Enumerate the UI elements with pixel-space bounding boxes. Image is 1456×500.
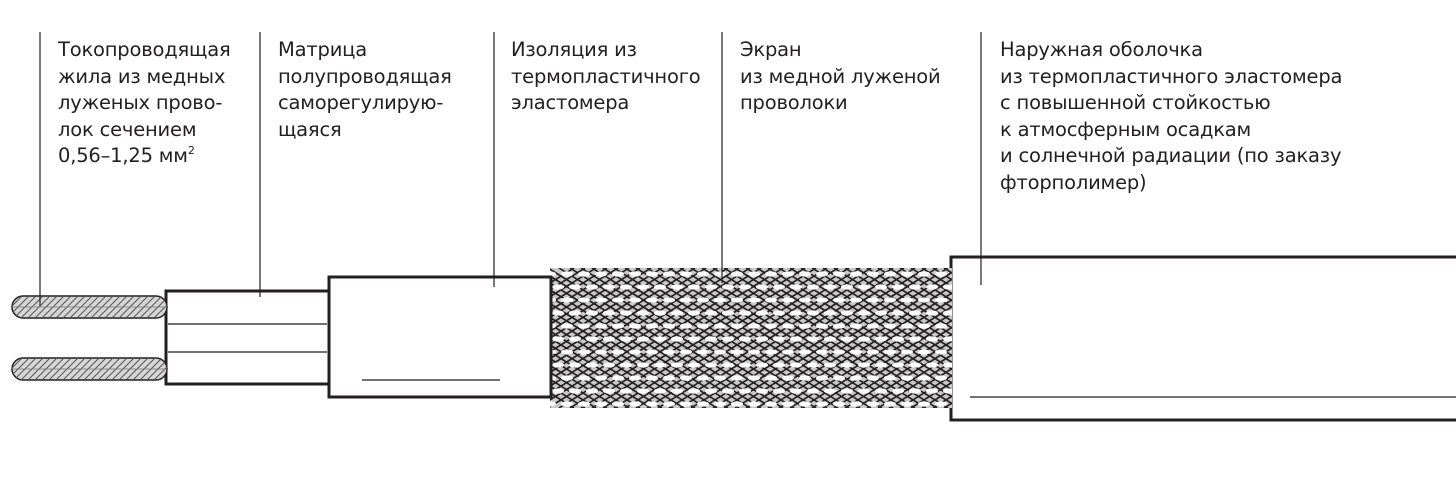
label-jacket: Наружная оболочка из термопластичного эл… xyxy=(1000,37,1342,196)
label-line: с повышенной стойкостью xyxy=(1000,91,1271,114)
conductor-wire-top xyxy=(11,295,168,319)
label-line: к атмосферным осадкам xyxy=(1000,117,1252,141)
label-line: щаяся xyxy=(278,117,342,141)
cross-section-value: 0,56–1,25 мм xyxy=(58,144,188,167)
superscript-unit: 2 xyxy=(187,144,195,157)
insulation-layer xyxy=(327,275,553,399)
label-matrix: Матрица полупроводящая саморегулирую- ща… xyxy=(278,37,452,143)
conductor-wire-bottom xyxy=(11,357,168,381)
label-conductor: Токопроводящая жила из медных луженых пр… xyxy=(58,37,231,170)
label-line: жила из медных xyxy=(58,64,226,88)
label-line: 0,56–1,25 мм2 xyxy=(58,143,231,170)
label-line: полупроводящая xyxy=(278,64,452,88)
label-line: из термопластичного эластомера xyxy=(1000,64,1343,88)
label-line: Матрица xyxy=(278,38,368,61)
label-line: Экран xyxy=(740,38,802,61)
braid-pattern xyxy=(550,268,952,408)
label-insulation: Изоляция из термопластичного эластомера xyxy=(511,37,701,117)
label-screen: Экран из медной луженой проволоки xyxy=(740,37,941,117)
outer-jacket xyxy=(949,255,1456,422)
braided-screen xyxy=(550,268,952,408)
label-line: лок сечением xyxy=(58,117,197,141)
label-line: из медной луженой xyxy=(740,64,941,88)
label-line: луженых прово- xyxy=(58,91,223,114)
label-line: и солнечной радиации (по заказу xyxy=(1000,144,1342,167)
label-line: проволоки xyxy=(740,91,848,114)
label-line: эластомера xyxy=(511,91,630,114)
label-line: Наружная оболочка xyxy=(1000,38,1203,61)
label-line: саморегулирую- xyxy=(278,91,444,114)
label-line: фторполимер) xyxy=(1000,170,1147,194)
matrix-layer xyxy=(164,289,331,386)
label-line: термопластичного xyxy=(511,64,701,88)
leader-lines xyxy=(39,32,982,306)
label-line: Изоляция из xyxy=(511,38,637,61)
label-line: Токопроводящая xyxy=(58,38,231,61)
